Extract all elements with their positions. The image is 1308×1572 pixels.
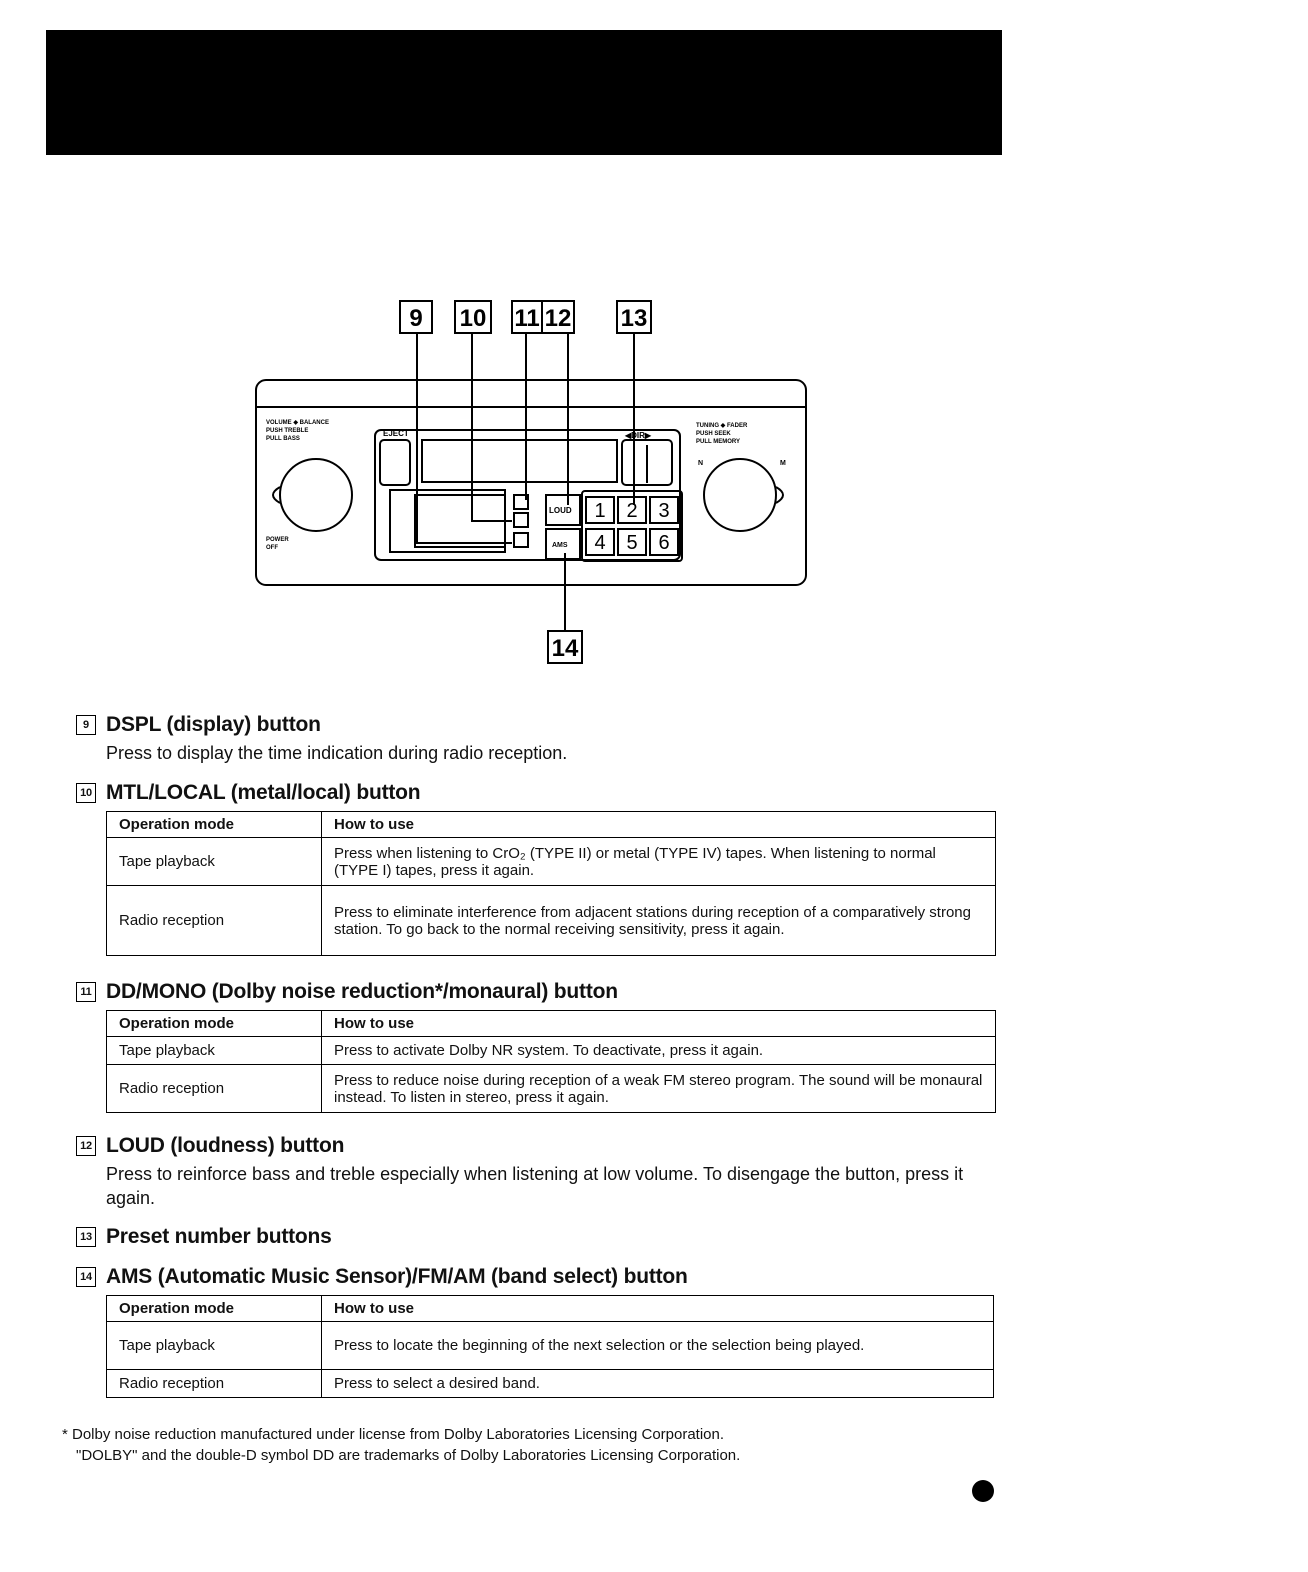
callout-14: 14 [552,635,579,662]
label-pull-memory: PULL MEMORY [696,439,740,445]
footnote-line-1: * Dolby noise reduction manufactured und… [62,1426,725,1443]
preset-button-1[interactable]: 1 [594,500,605,522]
section-number: 14 [76,1267,96,1287]
section-description: Press to display the time indication dur… [106,743,568,763]
label-eject: EJECT [383,429,409,438]
section-dolby-mono: 11 DD/MONO (Dolby noise reduction*/monaur… [76,980,996,1113]
section-number: 12 [76,1136,96,1156]
section-title: AMS (Automatic Music Sensor)/FM/AM (band… [106,1265,688,1288]
section-title: MTL/LOCAL (metal/local) button [106,781,421,804]
section-title: DSPL (display) button [106,713,321,736]
header-how-to-use: How to use [321,1010,996,1037]
table-cell: Radio reception [106,885,322,956]
table-cell: Press to activate Dolby NR system. To de… [321,1036,996,1065]
preset-button-6[interactable]: 6 [658,532,669,554]
label-pull-bass: PULL BASS [266,436,300,442]
label-tuning-fader: TUNING ◆ FADER [696,422,748,429]
preset-button-4[interactable]: 4 [594,532,605,554]
header-operation-mode: Operation mode [106,1010,322,1037]
header-how-to-use: How to use [321,1295,994,1322]
label-off: OFF [266,545,278,551]
table-cell: Tape playback [106,837,322,886]
table-cell: Radio reception [106,1369,322,1398]
section-dspl: 9 DSPL (display) button Press to display … [76,713,567,765]
preset-button-2[interactable]: 2 [626,500,637,522]
unit-front-panel-diagram: 9 10 11 12 13 14 VOLUME ◆ BALANCE PUSH T… [250,295,820,675]
section-title: DD/MONO (Dolby noise reduction*/monaural… [106,980,618,1003]
section-loud: 12 LOUD (loudness) button Press to reinfo… [76,1134,986,1210]
panel-svg: 9 10 11 12 13 14 VOLUME ◆ BALANCE PUSH T… [255,300,807,664]
header-how-to-use: How to use [321,811,996,838]
table-cell: Press to select a desired band. [321,1369,994,1398]
label-loud: LOUD [549,506,572,515]
callout-12: 12 [545,305,572,332]
callout-11: 11 [514,305,539,332]
callout-13: 13 [621,305,648,332]
preset-button-5[interactable]: 5 [626,532,637,554]
table-cell: Press to eliminate interference from adj… [321,885,996,956]
footnote: * Dolby noise reduction manufactured und… [62,1424,740,1466]
section-mtl-local: 10 MTL/LOCAL (metal/local) button Operati… [76,781,996,956]
label-push-treble: PUSH TREBLE [266,428,308,434]
header-operation-mode: Operation mode [106,811,322,838]
table-cell: Tape playback [106,1321,322,1370]
header-bar [46,30,1002,155]
label-dir: ◀DIR▶ [624,431,652,440]
table-cell: Press to reduce noise during reception o… [321,1064,996,1113]
knob-mark-n: N [698,460,703,467]
section-title: LOUD (loudness) button [106,1134,345,1157]
label-volume-balance: VOLUME ◆ BALANCE [266,419,329,426]
label-push-seek: PUSH SEEK [696,431,731,437]
section-ams: 14 AMS (Automatic Music Sensor)/FM/AM (ba… [76,1265,994,1398]
table-cell: Tape playback [106,1036,322,1065]
header-operation-mode: Operation mode [106,1295,322,1322]
knob-mark-m: M [780,460,786,467]
table-cell: Radio reception [106,1064,322,1113]
section-number: 9 [76,715,96,735]
table-cell: Press to locate the beginning of the nex… [321,1321,994,1370]
section-number: 11 [76,982,96,1002]
footnote-line-2: "DOLBY" and the double-D symbol DD are t… [76,1447,741,1464]
callout-10: 10 [460,305,487,332]
label-power: POWER [266,537,289,543]
page-marker-icon [972,1480,994,1502]
section-title: Preset number buttons [106,1225,332,1248]
section-description: Press to reinforce bass and treble espec… [106,1164,964,1208]
preset-button-3[interactable]: 3 [658,500,669,522]
label-ams: AMS [552,542,568,549]
section-preset-buttons: 13 Preset number buttons [76,1225,332,1249]
section-number: 10 [76,783,96,803]
callout-9: 9 [409,305,422,332]
section-number: 13 [76,1227,96,1247]
table-cell: Press when listening to CrO₂ (TYPE II) o… [321,837,996,886]
